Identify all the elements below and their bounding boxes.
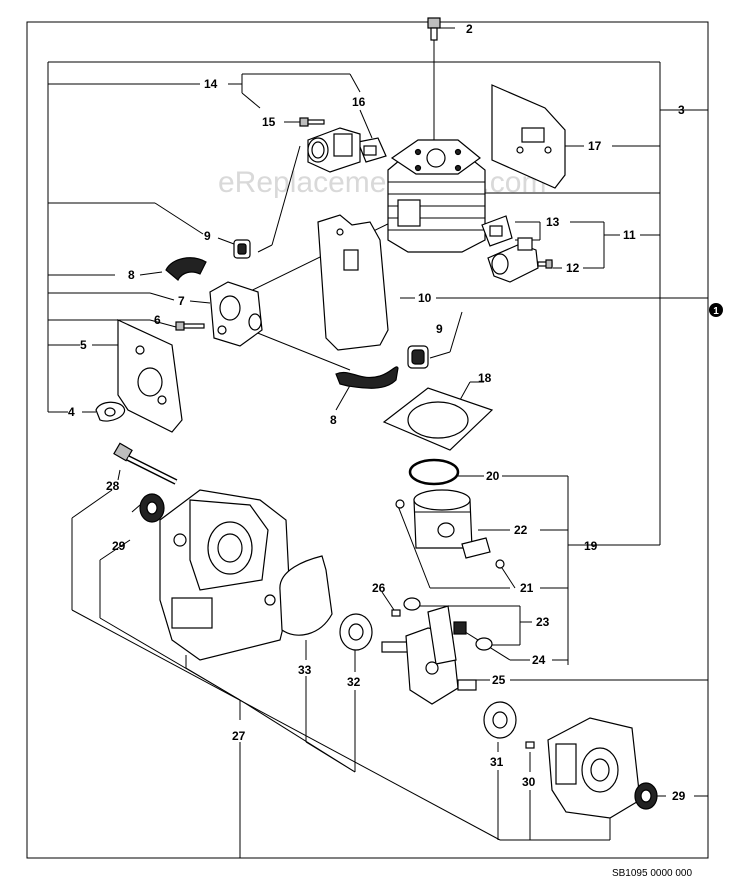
gasket-small-lower [407,345,429,369]
callout-8-lower: 8 [330,413,337,427]
crankcase-right [547,717,641,819]
callout-numbers: 2 3 4 5 6 7 8 8 9 9 10 11 12 13 14 15 16… [68,22,686,803]
diagram-frame [26,21,709,859]
hose-lower [335,366,399,389]
callout-14: 14 [204,77,218,91]
callout-17: 17 [588,139,602,153]
callout-26: 26 [372,581,386,595]
carburetor-adapter [209,281,263,347]
callout-28: 28 [106,479,120,493]
callout-30: 30 [522,775,536,789]
callout-3: 3 [678,103,685,117]
piston-ring [408,458,460,486]
crankshaft [381,605,477,705]
callout-7: 7 [178,294,185,308]
callout-22: 22 [514,523,528,537]
insulator [307,127,361,173]
gasket-small [95,401,126,422]
callout-32: 32 [347,675,361,689]
callout-10: 10 [418,291,432,305]
watermark: eReplacementParts.com [218,166,546,199]
bearing-left [339,613,373,651]
crankcase-gasket [279,555,333,636]
gasket-plate [117,319,183,433]
callout-8-upper: 8 [128,268,135,282]
callout-19: 19 [584,539,598,553]
exhaust-manifold [487,237,539,283]
drawing-code: SB1095 0000 000 [612,868,693,879]
base-gasket [382,387,494,451]
needle-bearing [453,621,467,635]
svg-text:1: 1 [713,306,719,317]
callout-4: 4 [68,405,75,419]
cylinder [387,139,486,253]
bearing-right [483,701,517,739]
intake-gasket-upper [357,137,387,163]
callout-12: 12 [566,261,580,275]
thrust-washer [403,597,493,651]
piston [413,489,473,549]
callout-6: 6 [154,313,161,327]
muffler-gasket [481,215,513,247]
callout-18: 18 [478,371,492,385]
callout-25: 25 [492,673,506,687]
heat-shield [491,84,566,189]
callout-27: 27 [232,729,246,743]
hose-upper [165,257,207,281]
callout-21-a: 21 [520,581,534,595]
gasket-small-upper [233,239,251,259]
assembly-marker: 1 [709,303,723,317]
key [391,609,401,617]
piston-pin-clip [395,499,505,569]
callout-23: 23 [536,615,550,629]
crankcase-left [159,489,291,661]
callout-16: 16 [352,95,366,109]
callout-11: 11 [623,228,636,242]
callout-15: 15 [262,115,276,129]
callout-9-lower: 9 [436,322,443,336]
gasket-large [317,214,389,351]
callout-2: 2 [466,22,473,36]
piston-pin [461,537,491,559]
callout-20: 20 [486,469,500,483]
manifold-bolt [537,259,553,269]
oil-seal-left [139,493,165,523]
callout-9-upper: 9 [204,229,211,243]
callout-33: 33 [298,663,312,677]
screw-6 [175,321,205,331]
key-30 [525,741,535,749]
callout-31: 31 [490,755,504,769]
callout-24: 24 [532,653,546,667]
callout-29-left: 29 [112,539,126,553]
callout-13: 13 [546,215,560,229]
leader-lines [47,27,708,858]
callout-29-right: 29 [672,789,686,803]
crankcase-bolt [113,442,178,485]
screw [299,117,325,127]
callout-5: 5 [80,338,87,352]
oil-seal-right [634,782,658,810]
stud-bolt [427,17,441,41]
